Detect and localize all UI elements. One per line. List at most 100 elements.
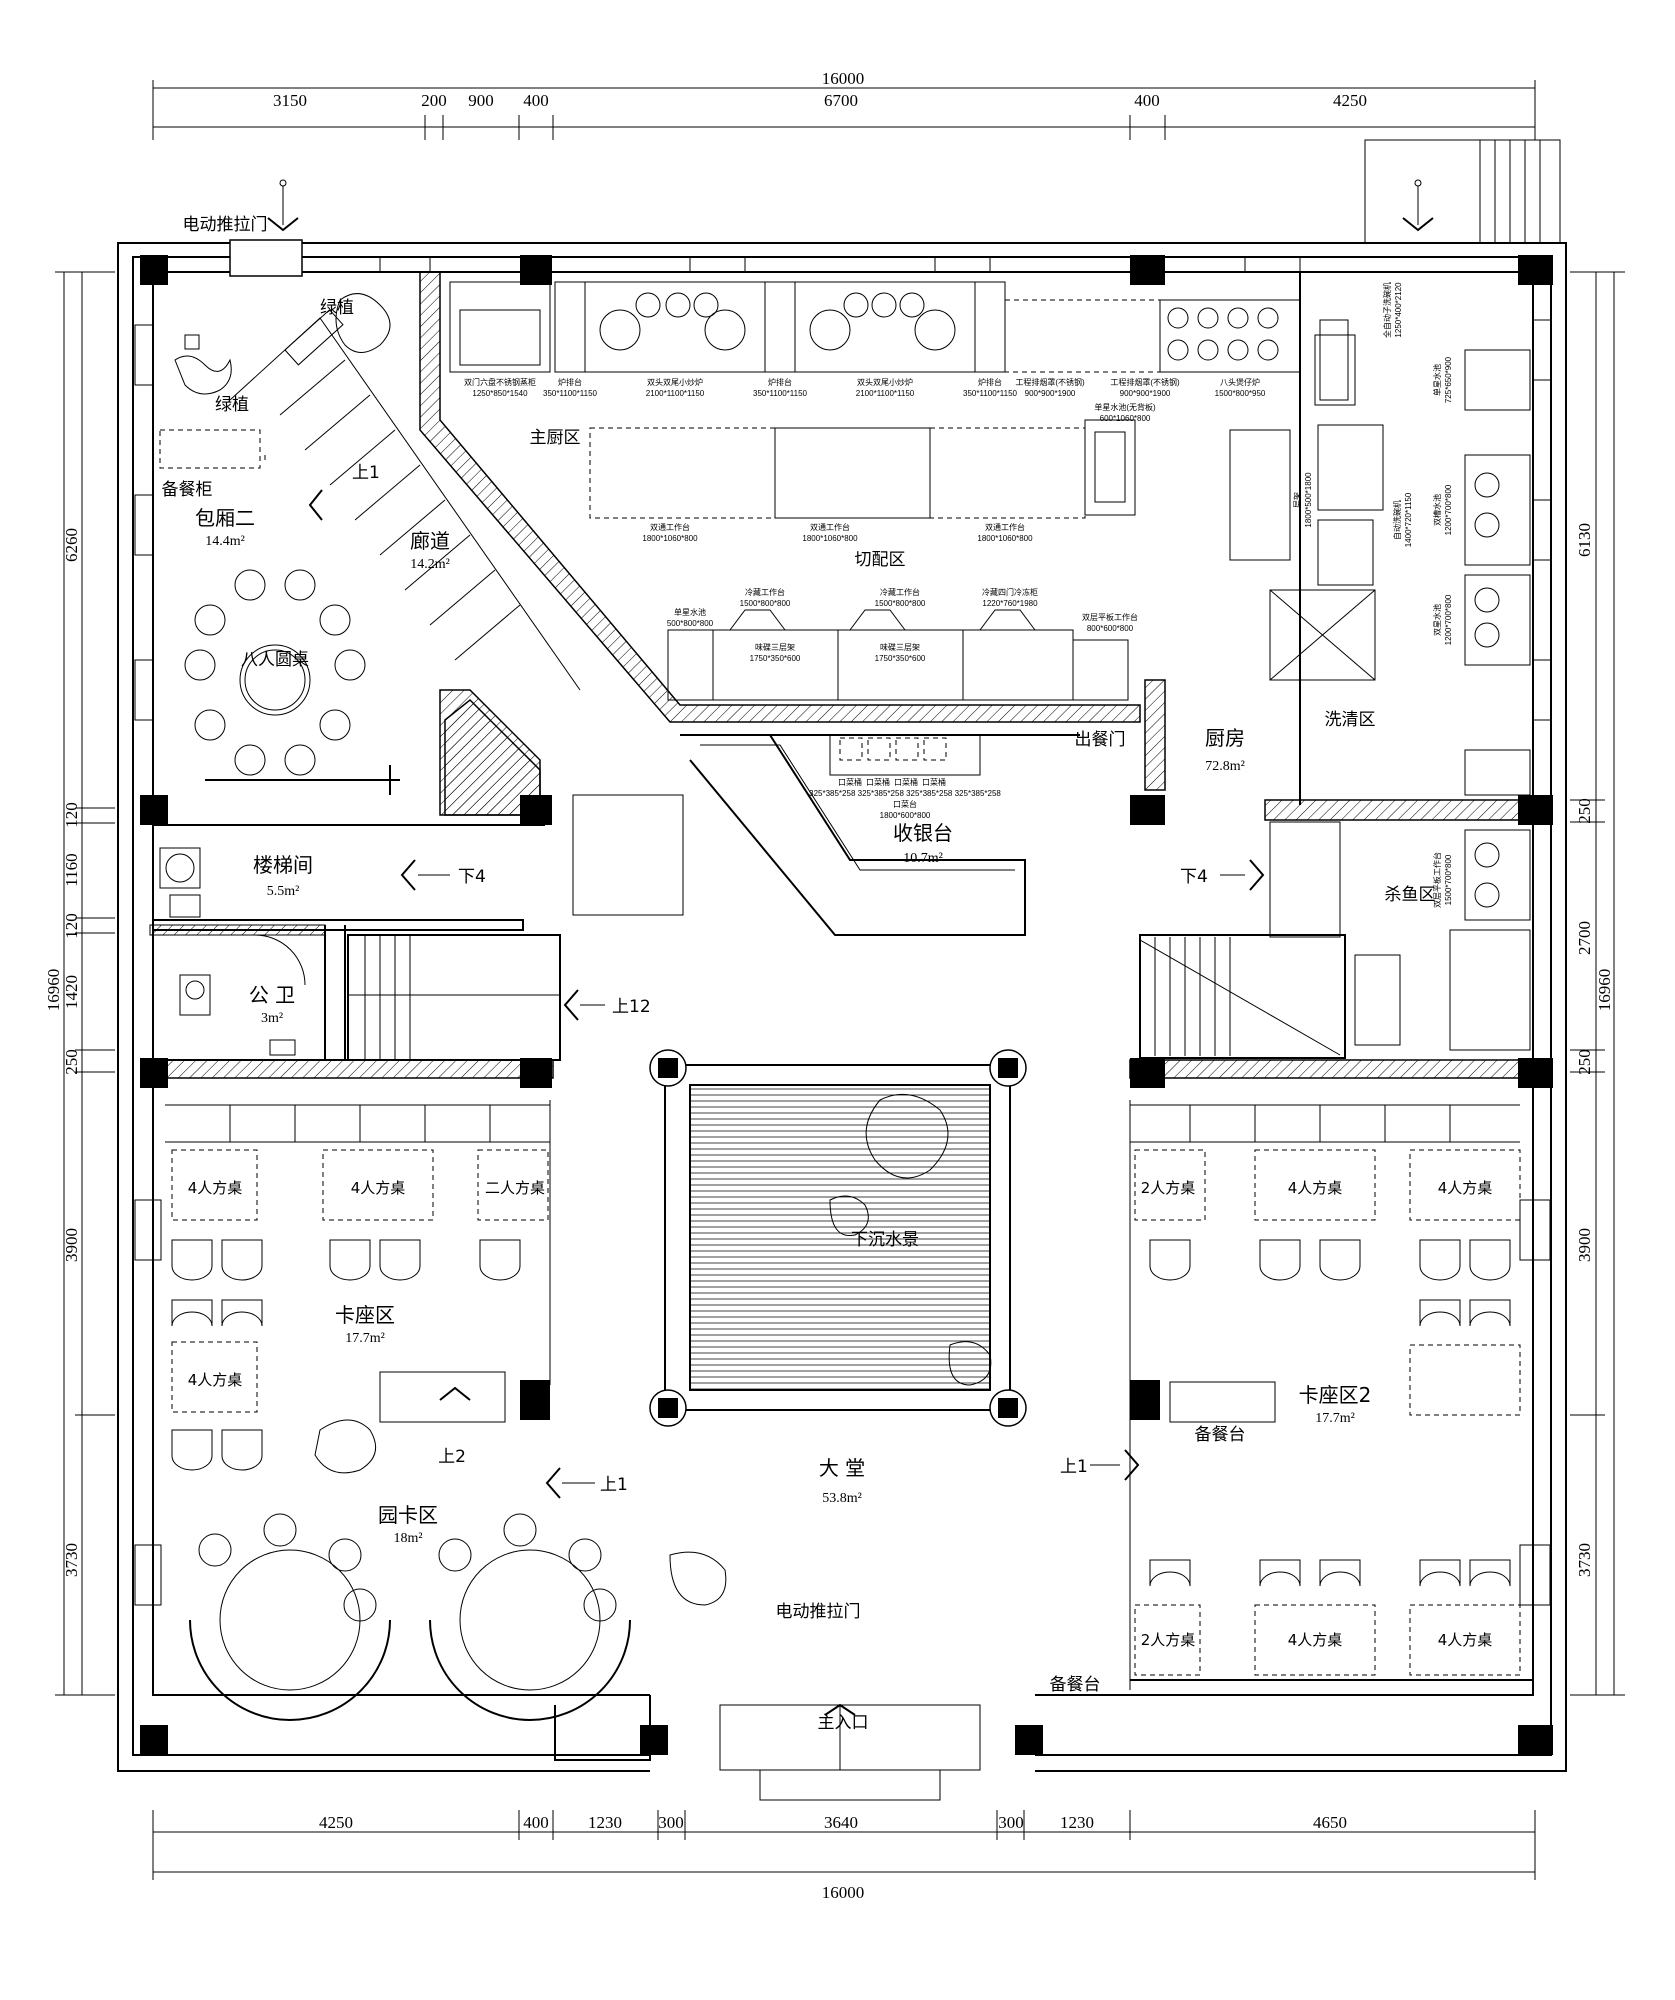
main-entrance-label: 主入口 [818, 1713, 869, 1733]
stairwell [159, 847, 561, 1061]
equipment-spec: 1400*720*1150 [1404, 492, 1413, 547]
left-booth-area [165, 1100, 551, 1474]
dim-left-seg: 6260 [62, 528, 81, 562]
room-name: 厨房 [1205, 726, 1245, 750]
equipment-label: 炉排台 [558, 377, 582, 387]
room-area: 17.7m² [345, 1331, 385, 1346]
room-corridor: 廊道 14.2m² [410, 529, 450, 572]
equipment-spec: 1750*350*600 [875, 654, 926, 663]
equipment-spec: 1800*1060*800 [802, 534, 858, 543]
room-area: 3m² [261, 1011, 283, 1026]
room-area: 53.8m² [822, 1491, 862, 1506]
equipment-spec: 1500*800*800 [875, 599, 926, 608]
dimension-left: 6260 120 1160 120 1420 250 3900 3730 169… [44, 271, 115, 1696]
water-feature-label: 下沉水景 [851, 1230, 919, 1250]
room-cashier: 收银台 10.7m² [893, 821, 953, 866]
room-restroom: 公 卫 3m² [249, 983, 295, 1026]
dim-left-total: 16960 [44, 969, 63, 1012]
zone-fish: 杀鱼区 [1385, 885, 1436, 905]
equipment-label: 冷藏四门冷冻柜 [982, 587, 1038, 597]
room-name: 园卡区 [378, 1503, 438, 1527]
equipment-label: 单星水池(无背板) [1094, 402, 1156, 412]
room-area: 17.7m² [1315, 1411, 1355, 1426]
private-room [159, 293, 400, 795]
sideboard-cabinet-label: 备餐柜 [162, 480, 213, 500]
table-label: 二人方桌 [485, 1179, 545, 1197]
dim-right-seg: 3900 [1575, 1228, 1594, 1262]
equipment-label: 冷藏工作台 [880, 587, 920, 597]
equipment-spec: 2100*1100*1150 [646, 389, 705, 398]
table-label: 4人方桌 [188, 1179, 243, 1197]
dim-top-seg: 6700 [824, 91, 858, 110]
kitchen-stairs [1139, 319, 1349, 1059]
dim-left-seg: 3730 [62, 1543, 81, 1577]
prep-row: 单星水池 500*800*800 冷藏工作台 1500*800*800 冷藏工作… [667, 587, 1138, 701]
serving-door-label: 出餐门 [1075, 730, 1126, 750]
dimension-right: 6130 250 2700 250 3900 3730 16960 [1570, 271, 1625, 1696]
table-label: 4人方桌 [351, 1179, 406, 1197]
interior-walls [149, 271, 1536, 1079]
room-name: 楼梯间 [253, 853, 313, 877]
equipment-label: 冷藏工作台 [745, 587, 785, 597]
zone-labels: 主厨区 切配区 洗清区 杀鱼区 出餐门 主入口 电动推拉门 电动推拉门 绿植 绿… [162, 215, 1436, 1733]
equipment-spec: 725*650*900 [1444, 356, 1453, 403]
equipment-labels-top: 双门六盘不锈钢蒸柜 1250*850*1540 炉排台 350*1100*115… [464, 377, 1266, 398]
dim-right-total: 16960 [1595, 969, 1614, 1012]
stair-mark-up1-booth2: 上1 [1060, 1449, 1140, 1481]
equipment-label: 工程排烟罩(不锈钢) [1110, 377, 1180, 387]
dim-top-seg: 200 [421, 91, 447, 110]
room-hall: 大 堂 53.8m² [819, 1456, 865, 1506]
equipment-spec: 1800*1060*800 [977, 534, 1033, 543]
dim-right-seg: 3730 [1575, 1543, 1594, 1577]
equipment-spec: 1500*700*800 [1444, 854, 1453, 905]
svg-text:下4: 下4 [1180, 867, 1208, 887]
dimension-top: 16000 3150 200 900 400 6700 400 4250 [152, 69, 1536, 140]
equipment-label: 双通工作台 [985, 522, 1025, 532]
outer-walls [117, 139, 1567, 1801]
kitchen-right-equipment: 层架 1800*500*1800 自动洗碗机 1400*720*1150 全自动… [1229, 282, 1531, 1051]
room-name: 廊道 [410, 529, 450, 553]
room-booth-area-2: 卡座区2 17.7m² [1299, 1383, 1372, 1426]
equipment-spec: 500*800*800 [667, 619, 714, 628]
equipment-label: 双星水池 [1432, 604, 1442, 636]
room-name: 卡座区 [335, 1303, 395, 1327]
room-name: 卡座区2 [1299, 1383, 1372, 1407]
equipment-label: 双通工作台 [810, 522, 850, 532]
table-label: 4人方桌 [188, 1371, 243, 1389]
stair-mark-up1-private: 上1 [308, 463, 380, 521]
room-name: 包厢二 [195, 506, 255, 530]
dim-right-seg: 250 [1575, 798, 1594, 824]
equipment-label: 全自动子洗碗机 [1382, 282, 1392, 338]
room-area: 5.5m² [267, 884, 300, 899]
equipment-spec: 325*385*258 325*385*258 325*385*258 325*… [809, 789, 1001, 798]
equipment-spec: 1250*400*2120 [1394, 282, 1403, 338]
dim-top-total: 16000 [822, 69, 865, 88]
equipment-spec: 1800*1060*800 [642, 534, 698, 543]
equipment-label: 口菜桶 [894, 777, 918, 787]
green-plant-label: 绿植 [320, 298, 354, 318]
svg-text:下4: 下4 [458, 867, 486, 887]
room-area: 18m² [393, 1531, 422, 1546]
equipment-label: 层架 [1293, 492, 1302, 508]
round-booth-area [189, 1513, 727, 1721]
green-plant-label: 绿植 [215, 395, 249, 415]
equipment-spec: 600*1060*800 [1100, 414, 1151, 423]
table-label: 2人方桌 [1141, 1631, 1196, 1649]
equipment-label: 口菜桶 [838, 777, 862, 787]
equipment-label: 口菜台 [893, 799, 917, 809]
equipment-spec: 800*600*800 [1087, 624, 1134, 633]
dim-bottom-seg: 1230 [588, 1813, 622, 1832]
equipment-spec: 1220*760*1980 [982, 599, 1038, 608]
stair-mark-up1-round: 上1 [545, 1467, 628, 1499]
table-label: 4人方桌 [1288, 1179, 1343, 1197]
stair-mark-down4-kitchen: 下4 [1180, 859, 1265, 891]
dim-bottom-seg: 300 [998, 1813, 1024, 1832]
work-tables: 双通工作台 1800*1060*800 双通工作台 1800*1060*800 … [589, 402, 1156, 543]
equipment-label: 八头煲仔炉 [1220, 377, 1260, 387]
room-name: 公 卫 [249, 983, 295, 1007]
electric-door-label: 电动推拉门 [183, 215, 268, 235]
room-name: 收银台 [893, 821, 953, 845]
dim-top-seg: 400 [1134, 91, 1160, 110]
equipment-label: 口菜桶 [922, 777, 946, 787]
